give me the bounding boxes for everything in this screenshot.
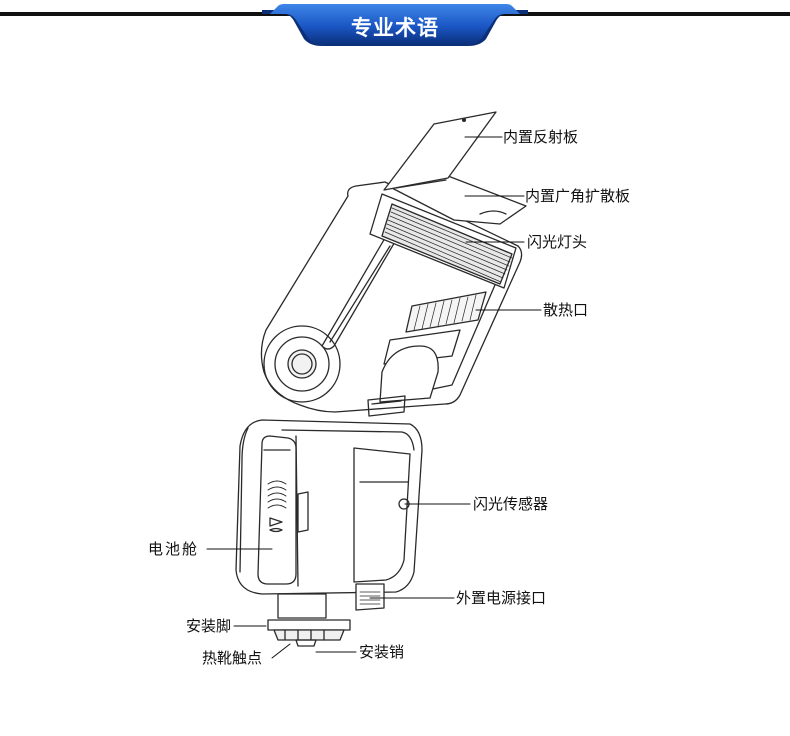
label-mounting-pin: 安装销 [359, 643, 405, 661]
label-heat-vent: 散热口 [543, 301, 589, 319]
power-port [355, 583, 385, 611]
flash-body [235, 419, 423, 595]
mounting-foot [267, 593, 351, 647]
label-built-in-wide-panel: 内置广角扩散板 [525, 187, 631, 205]
flash-head-front [369, 193, 517, 289]
page-title: 专业术语 [351, 16, 439, 40]
section-title-banner: 专业术语 [262, 2, 528, 46]
label-hotshoe-contacts: 热靴触点 [202, 649, 263, 667]
vent-grille [405, 291, 487, 333]
label-external-power-port: 外置电源接口 [456, 589, 547, 607]
label-flash-sensor: 闪光传感器 [473, 495, 549, 513]
label-flash-head: 闪光灯头 [527, 233, 588, 251]
reflector-card [383, 111, 497, 191]
label-mounting-foot: 安装脚 [186, 617, 232, 635]
label-built-in-reflector: 内置反射板 [503, 128, 579, 146]
title-banner-shape [262, 4, 528, 46]
label-battery-compartment: 电池舱 [148, 540, 200, 558]
